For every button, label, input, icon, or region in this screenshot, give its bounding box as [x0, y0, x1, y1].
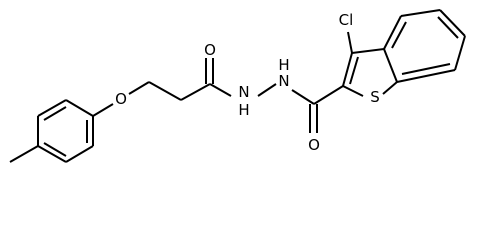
bond-inner	[349, 56, 359, 85]
bond	[439, 9, 466, 37]
bond-inner	[43, 142, 67, 157]
bond	[65, 99, 94, 117]
atom-hydrogen-right: H	[278, 56, 289, 74]
bond-inner	[391, 21, 407, 49]
bond	[342, 85, 364, 97]
chemical-structure: O O N H N H O S Cl	[9, 9, 466, 163]
bond	[347, 31, 353, 54]
bond	[382, 81, 398, 95]
bond	[351, 48, 385, 54]
bond-inner	[401, 63, 451, 75]
bond	[313, 85, 344, 105]
atom-oxygen-ether: O	[115, 90, 127, 108]
atom-nitrogen-right: N	[278, 72, 289, 90]
bond	[383, 48, 398, 83]
tolyl-ring	[37, 99, 94, 163]
atom-nitrogen-left: N	[238, 83, 249, 101]
bond	[180, 83, 211, 101]
atom-hydrogen-left: H	[238, 101, 249, 119]
bond	[37, 99, 67, 117]
bond	[396, 69, 456, 83]
methyl-bond	[9, 145, 39, 163]
atom-oxygen-amide-carbonyl: O	[308, 136, 320, 154]
bond	[148, 81, 182, 101]
bond	[37, 145, 67, 163]
thiophene-ring	[342, 48, 398, 97]
bond-inner	[43, 106, 67, 121]
bond	[257, 83, 277, 97]
bond	[209, 83, 232, 97]
bond	[128, 81, 150, 95]
bond	[92, 103, 114, 117]
atom-oxygen-glycolyl-carbonyl: O	[204, 41, 216, 59]
bond	[400, 9, 441, 17]
atom-chlorine: Cl	[339, 11, 354, 29]
bond	[342, 52, 353, 87]
bond-inner	[437, 16, 459, 39]
bond	[454, 35, 466, 71]
bond	[291, 89, 315, 105]
bond	[383, 15, 402, 50]
benzo-ring	[383, 9, 466, 83]
atom-sulfur: S	[370, 88, 380, 106]
bond	[65, 145, 94, 163]
